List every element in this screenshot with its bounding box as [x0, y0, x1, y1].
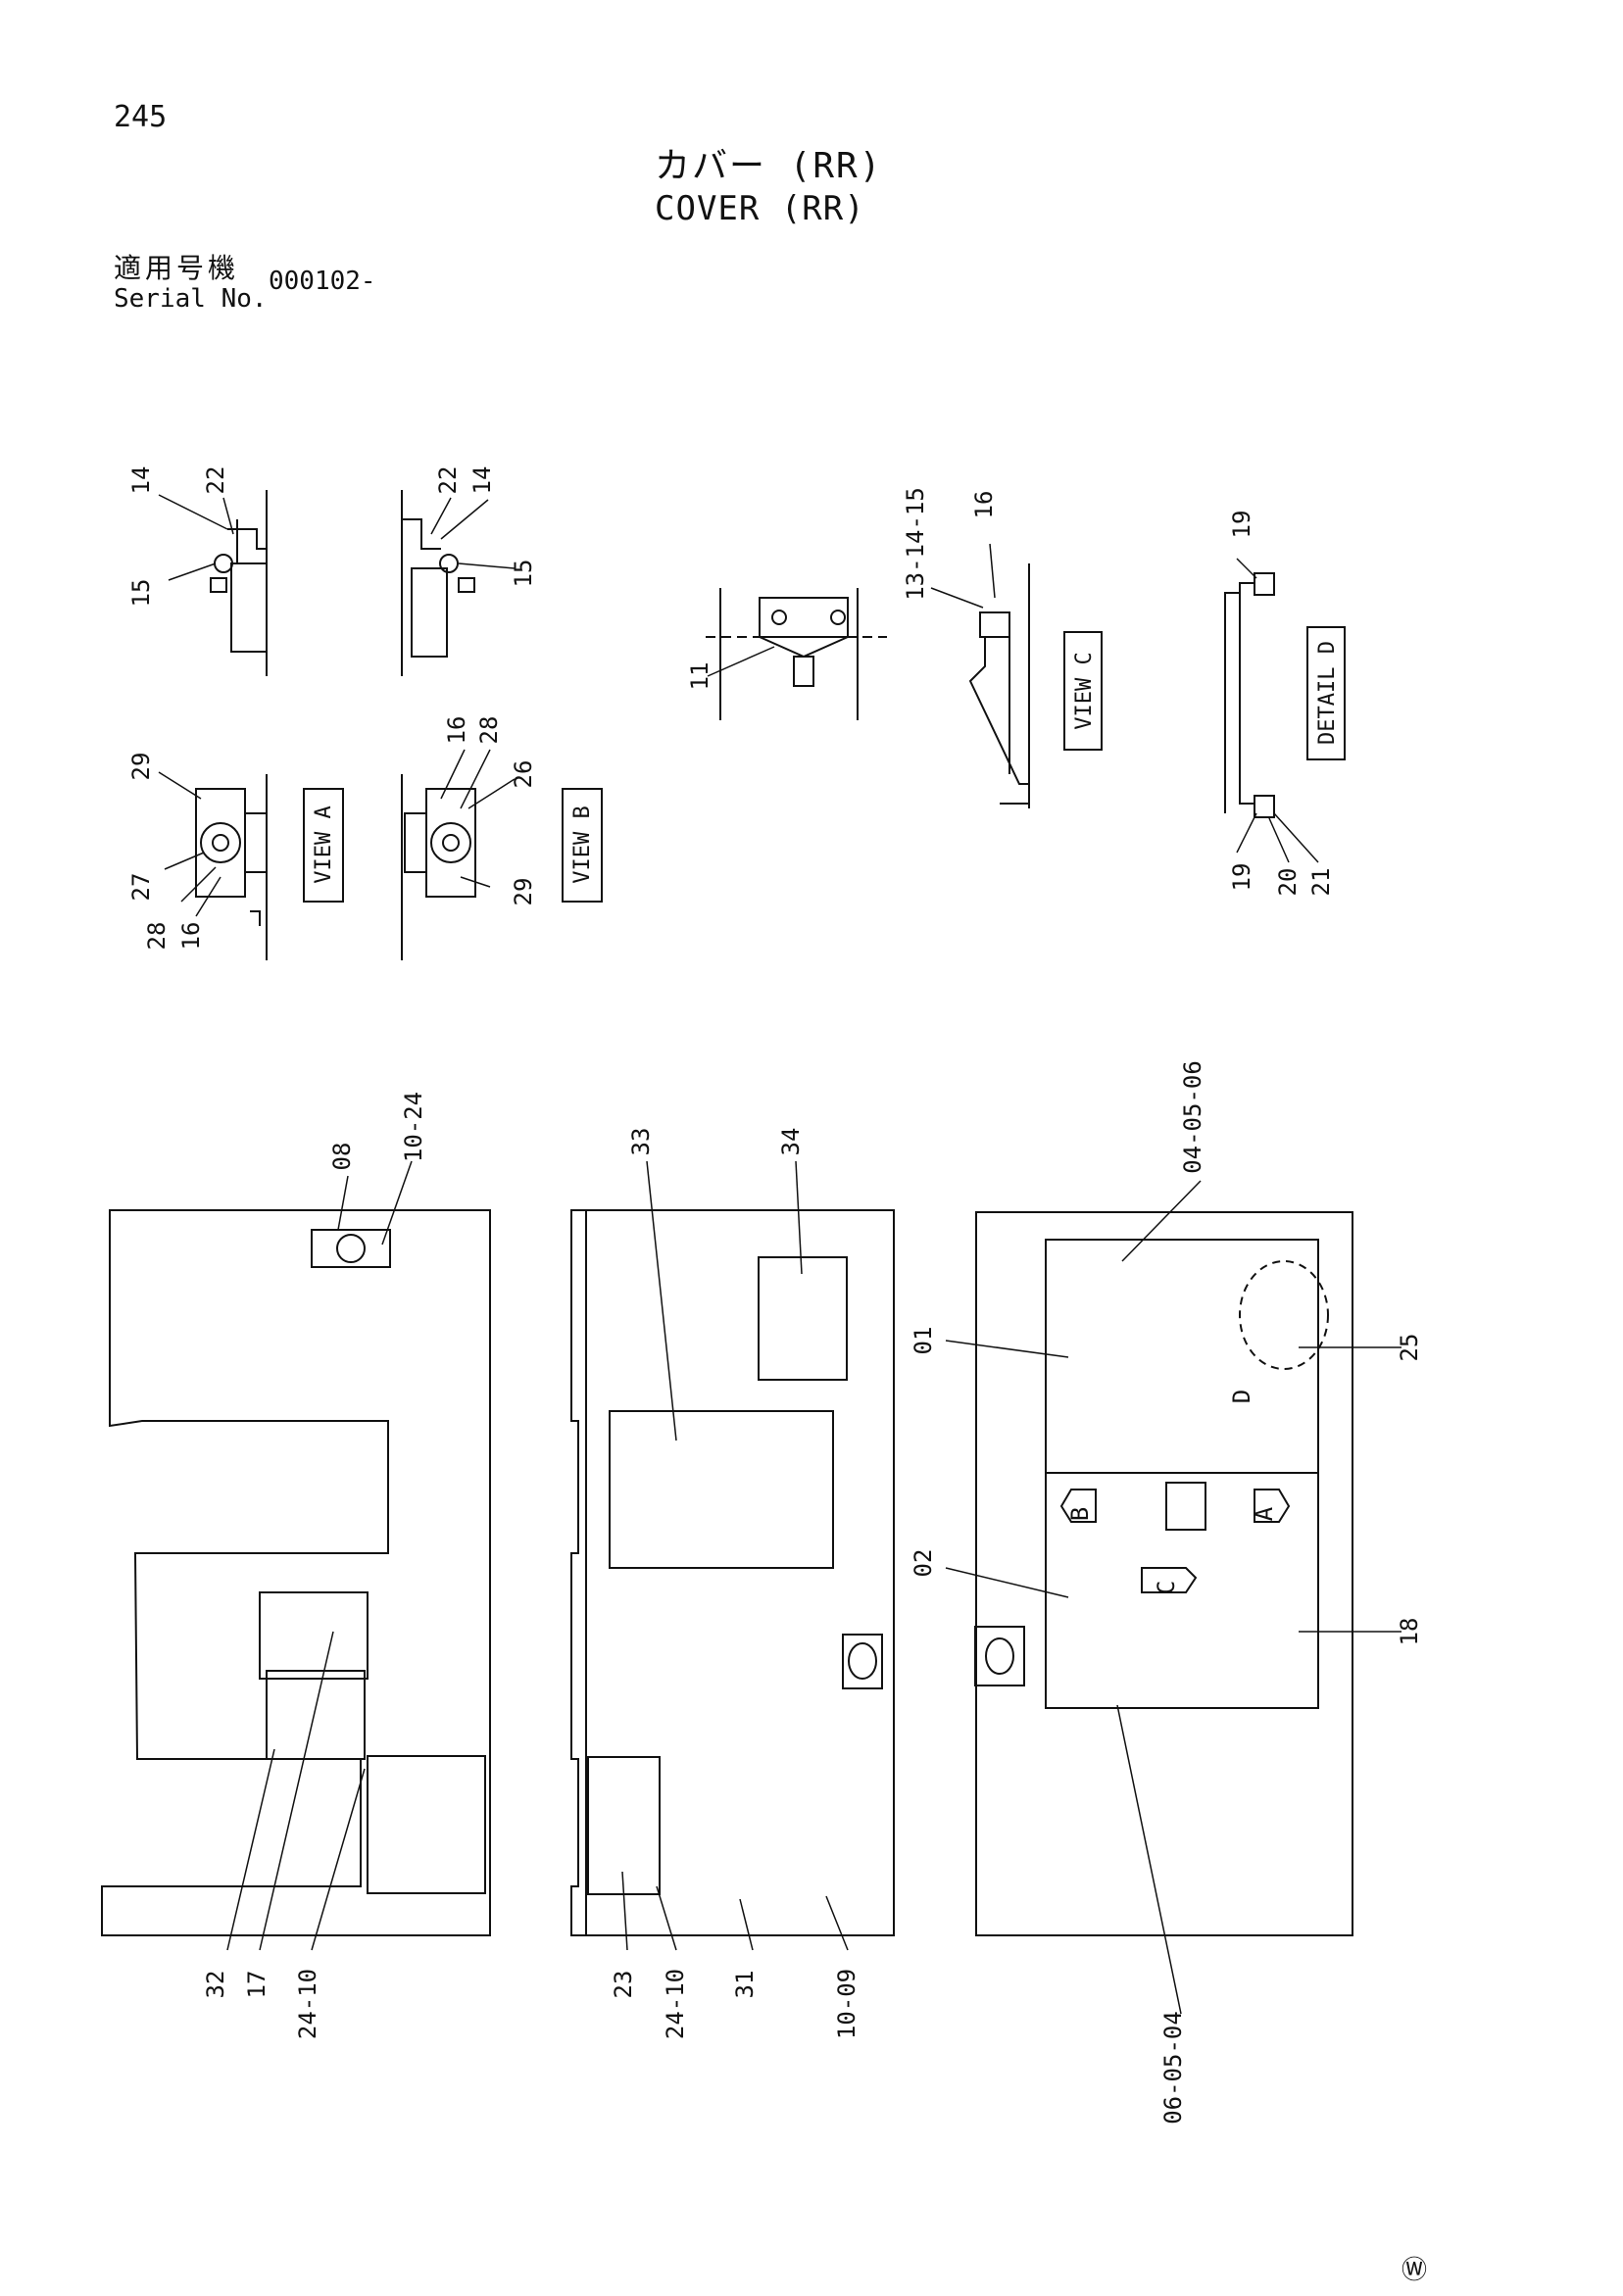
callout: 02 [910, 1549, 937, 1578]
callout: 31 [731, 1971, 759, 1999]
view-b-label: VIEW B [570, 806, 595, 883]
callout: 18 [1396, 1618, 1423, 1646]
serial-label-japanese: 適用号機 [114, 252, 240, 284]
callout: 10-24 [400, 1092, 427, 1162]
callout: 19 [1228, 511, 1255, 539]
title-english: COVER (RR) [655, 189, 865, 228]
callout: 32 [202, 1971, 229, 1999]
title-japanese: カバー (RR) [655, 146, 883, 186]
callout: 33 [627, 1128, 655, 1156]
callout: 14 [127, 466, 155, 495]
callout: 14 [468, 466, 496, 495]
middle-panel [570, 1209, 895, 1936]
view-b-latch [401, 774, 476, 960]
callout: 24-10 [662, 1969, 689, 2039]
callout: 17 [243, 1971, 270, 1999]
callout: 20 [1274, 868, 1302, 897]
serial-value: 000102- [269, 267, 376, 296]
view-b-top-bracket [401, 490, 475, 676]
callout: 13-14-15 [902, 487, 929, 601]
callout: 21 [1307, 868, 1335, 897]
view-c-label: VIEW C [1072, 652, 1097, 729]
view-labels: VIEW A VIEW B VIEW C DETAIL D [312, 641, 1340, 884]
callout: 24-10 [294, 1969, 321, 2039]
detail-d-handle [1224, 572, 1275, 818]
view-a-label: VIEW A [312, 806, 336, 883]
callout: 25 [1396, 1334, 1423, 1362]
arrow-letter-a: A [1251, 1506, 1278, 1521]
callout: 16 [177, 922, 205, 951]
right-panel [974, 1211, 1353, 1936]
callout: 16 [970, 491, 998, 519]
main-callouts: 08 10-24 32 17 24-10 33 34 23 24-10 31 1… [202, 1060, 1423, 2125]
callout: 29 [510, 878, 537, 906]
arrow-letter-d: D [1228, 1390, 1255, 1403]
view-c-panel [968, 563, 1030, 808]
callout: 04-05-06 [1179, 1060, 1206, 1174]
page-number: 245 [114, 100, 168, 134]
detail-d-box [1306, 626, 1346, 760]
serial-label-english: Serial No. [114, 284, 268, 314]
callout: 26 [510, 760, 537, 789]
footer-mark: Ⓦ [1402, 2256, 1428, 2285]
view-c-box [1063, 631, 1103, 751]
view-b-box [562, 788, 603, 903]
view-a-latch [195, 774, 268, 960]
callout: 34 [777, 1128, 805, 1156]
callout: 08 [328, 1143, 356, 1171]
callout: 23 [610, 1971, 637, 1999]
callout: 28 [143, 922, 171, 951]
callout: 28 [475, 716, 503, 745]
view-c-hinge [706, 588, 887, 720]
arrow-letter-c: C [1153, 1581, 1180, 1594]
callout: 10-09 [833, 1969, 861, 2039]
callout: 01 [910, 1327, 937, 1355]
left-panel [101, 1209, 491, 1936]
view-a-box [303, 788, 344, 903]
callout: 15 [510, 560, 537, 588]
detail-d-label: DETAIL D [1315, 641, 1340, 745]
detail-leader-lines [158, 494, 1319, 917]
main-leader-lines [226, 1160, 1402, 2015]
detail-callouts: 14 22 15 22 14 15 29 27 28 16 16 28 26 2… [127, 466, 1335, 951]
callout: 15 [127, 579, 155, 608]
callout: 22 [434, 466, 462, 495]
callout: 27 [127, 873, 155, 902]
callout: 29 [127, 753, 155, 781]
callout: 22 [202, 466, 229, 495]
view-a-top-bracket [210, 490, 268, 676]
callout: 19 [1228, 863, 1255, 892]
arrow-letter-b: B [1066, 1507, 1094, 1521]
callout: 16 [443, 716, 470, 745]
callout: 11 [686, 662, 713, 691]
callout: 06-05-04 [1159, 2011, 1187, 2125]
